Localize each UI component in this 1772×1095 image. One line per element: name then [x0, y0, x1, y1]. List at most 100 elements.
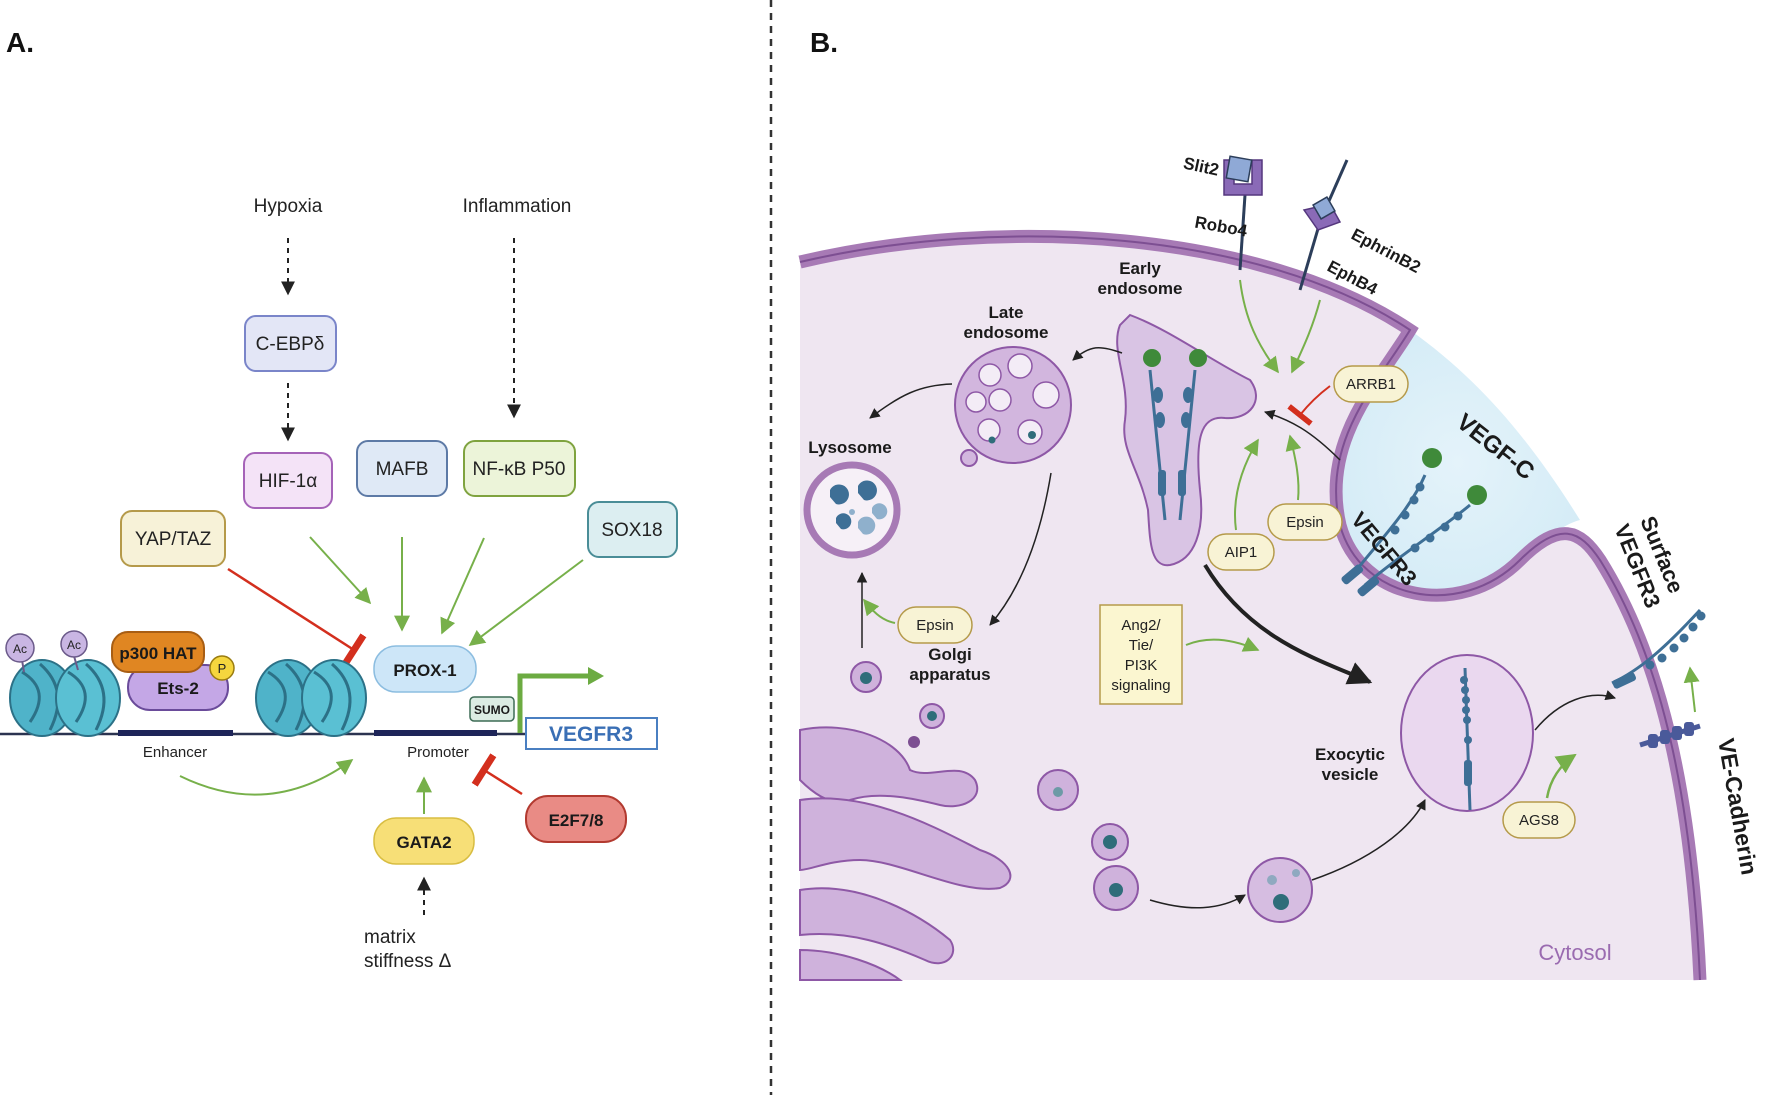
inhibit-arrb1	[1287, 385, 1331, 426]
ephrinb2-ligand	[1312, 196, 1336, 220]
arrow-vecadherin-surface	[1683, 666, 1700, 713]
sumo-label: SUMO	[474, 703, 510, 717]
arrow-enhancer-promoter	[179, 759, 354, 796]
arrow-nfkb-prox1	[440, 537, 485, 635]
golgi-apparatus	[799, 661, 1139, 981]
epsin-lysosome-box	[897, 606, 973, 644]
arrow-ephb4-internalization	[1290, 299, 1321, 374]
transport-vesicle	[1247, 857, 1313, 923]
aip1-box	[1207, 533, 1275, 571]
arrow-sox18-prox1	[468, 559, 584, 646]
ang2-label: PI3K	[1125, 657, 1158, 674]
hif1a-box	[243, 452, 333, 509]
exocytic-vesicle-label: vesicle	[1322, 765, 1379, 784]
arrow-vesicle-exocytic	[1311, 799, 1426, 881]
transcription-start-arrow	[517, 673, 592, 733]
panel-a: A. Hypoxia Inflammation C-EBPδ HIF-1α MA…	[0, 27, 678, 972]
acetyl-mark	[5, 633, 35, 663]
promoter-label: Promoter	[407, 744, 469, 761]
e2f78-box	[525, 795, 627, 843]
arrow-late-golgi	[989, 472, 1052, 626]
arrow-ang2-pathway	[1185, 636, 1260, 652]
arrow-exocytic-surface	[1534, 690, 1617, 731]
matrix-stiffness-label: stiffness Δ	[364, 951, 452, 972]
gata2-box	[373, 817, 475, 865]
phospho-mark	[209, 655, 235, 681]
inhibit-e2f78-promoter	[471, 753, 523, 796]
ang2-signaling-box	[1099, 604, 1183, 705]
golgi-label: Golgi	[928, 645, 971, 664]
nucleosome	[255, 659, 321, 737]
panel-b: B. Slit2 Robo4 EphrinB2 EphB4 Early endo…	[798, 27, 1763, 981]
arrow-ags8-exocytosis	[1545, 753, 1577, 799]
acetyl-label: Ac	[67, 638, 81, 652]
mafb-label: MAFB	[376, 459, 429, 480]
ang2-label: Tie/	[1129, 637, 1154, 654]
prox1-label: PROX-1	[393, 661, 456, 680]
nfkb-label: NF-κB P50	[473, 459, 566, 480]
arrow-early-exocytic	[1203, 563, 1373, 685]
arrow-epsin-lysosome	[863, 598, 896, 624]
vecadherin-receptor	[1639, 722, 1701, 748]
gata2-label: GATA2	[396, 833, 451, 852]
ang2-label: signaling	[1111, 677, 1170, 694]
vecadherin-label: VE-Cadherin	[1713, 736, 1763, 876]
sox18-label: SOX18	[601, 520, 662, 541]
exocytic-vesicle-label: Exocytic	[1315, 745, 1385, 764]
vegfr3-internalized	[1143, 349, 1207, 521]
lysosome-label: Lysosome	[808, 438, 891, 457]
p300-label: p300 HAT	[119, 644, 197, 663]
phospho-label: P	[218, 661, 227, 676]
slit2-label: Slit2	[1182, 154, 1221, 180]
panel-a-label: A.	[6, 27, 34, 58]
inhibit-yaptaz-prox1	[227, 567, 367, 667]
hif1a-label: HIF-1α	[259, 471, 318, 492]
sumo-tag	[469, 696, 515, 722]
early-endosome-label: endosome	[1097, 279, 1182, 298]
acetyl-mark	[60, 630, 88, 658]
cebpd-label: C-EBPδ	[256, 334, 325, 355]
vegfc-ligand	[1467, 485, 1487, 505]
cytosol-label: Cytosol	[1538, 940, 1611, 965]
surface-vegfr3	[1611, 608, 1706, 689]
ags8-label: AGS8	[1519, 812, 1559, 829]
ephrinb2-label: EphrinB2	[1348, 225, 1424, 277]
late-endosome-label: Late	[989, 303, 1024, 322]
robo4-label: Robo4	[1193, 213, 1249, 241]
e2f78-label: E2F7/8	[549, 811, 604, 830]
mafb-box	[356, 440, 448, 497]
arrow-golgi-vesicle	[1149, 894, 1246, 909]
cebpd-box	[244, 315, 337, 372]
acetyl-label: Ac	[13, 642, 27, 656]
p300-box	[111, 631, 205, 673]
arrow-early-late	[1072, 346, 1123, 361]
arrow-vegfr3-internalization	[1263, 409, 1341, 461]
matrix-stiffness-label: matrix	[364, 927, 416, 948]
yaptaz-box	[120, 510, 226, 567]
nfkb-box	[463, 440, 576, 497]
arrow-epsin-internalization	[1285, 434, 1302, 501]
vegfc-ligand	[1422, 448, 1442, 468]
prox1-box	[373, 645, 477, 693]
golgi-label: apparatus	[909, 665, 990, 684]
early-endosome-label: Early	[1119, 259, 1161, 278]
yaptaz-label: YAP/TAZ	[135, 529, 212, 550]
inflammation-label: Inflammation	[463, 196, 572, 217]
arrow-robo4-internalization	[1239, 279, 1279, 374]
vegfr3-gene-label: VEGFR3	[549, 723, 633, 746]
ang2-label: Ang2/	[1121, 617, 1161, 634]
arrow-hif1a-prox1	[309, 536, 372, 605]
epsin-box	[1267, 503, 1343, 541]
arrb1-label: ARRB1	[1346, 376, 1396, 393]
hypoxia-label: Hypoxia	[254, 196, 323, 217]
slit2-ligand	[1225, 155, 1253, 183]
epsin-label: Epsin	[1286, 514, 1324, 531]
nucleosome	[55, 659, 121, 737]
late-endosome-label: endosome	[963, 323, 1048, 342]
arrow-late-lysosome	[869, 383, 953, 419]
vegfr3-membrane-receptor	[1341, 474, 1471, 597]
panel-b-label: B.	[810, 27, 838, 58]
aip1-label: AIP1	[1225, 544, 1258, 561]
nucleosome	[301, 659, 367, 737]
